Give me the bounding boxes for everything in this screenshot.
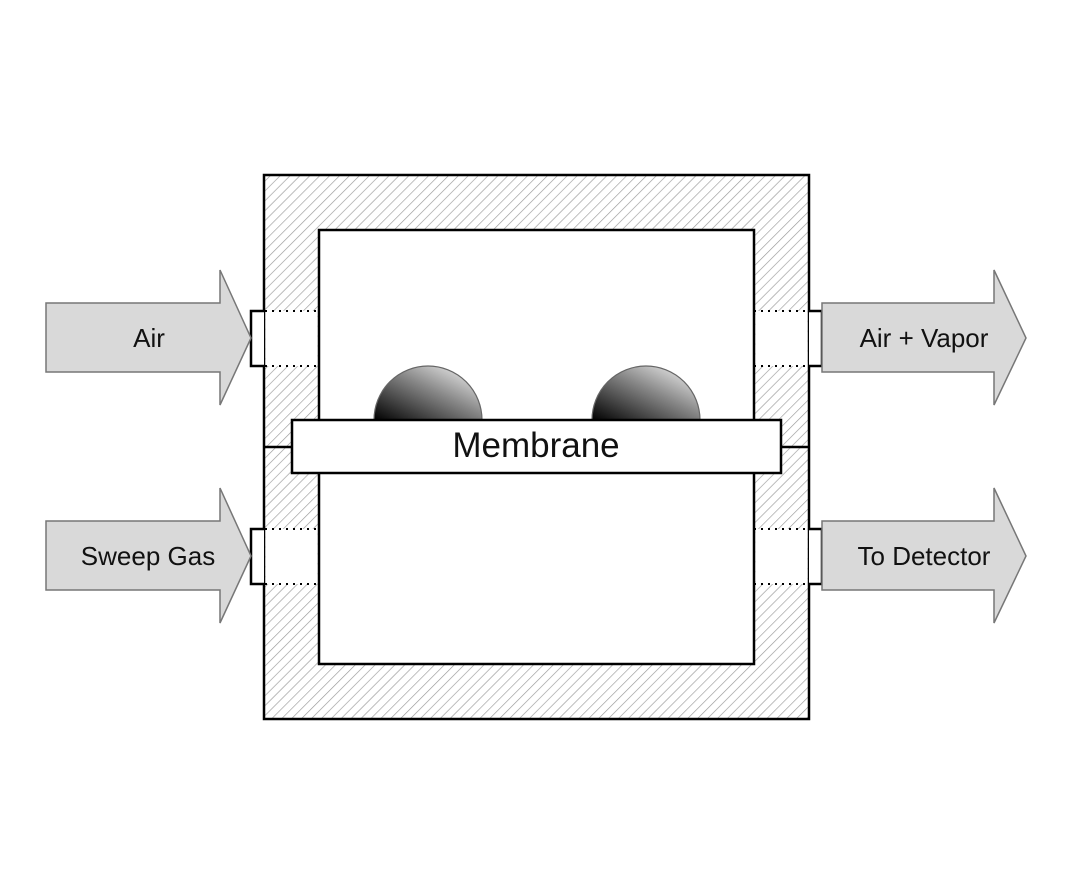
ports — [249, 309, 824, 586]
membrane-bar — [290, 418, 783, 475]
inlet-arrow-sweep-gas: Sweep Gas — [45, 487, 252, 624]
inlet-label: Sweep Gas — [81, 541, 215, 571]
outlet-port-air-vapor — [753, 309, 824, 368]
inlet-label: Air — [133, 323, 165, 353]
droplet-icon — [373, 365, 483, 421]
membrane: Membrane — [290, 418, 783, 475]
inlet-port-sweep-gas — [249, 527, 320, 586]
inlet-port-air — [249, 309, 320, 368]
outlet-label: To Detector — [858, 541, 991, 571]
inlet-arrow-air: Air — [45, 269, 252, 406]
outlet-label: Air + Vapor — [860, 323, 989, 353]
membrane-label: Membrane — [452, 426, 619, 465]
droplets — [373, 365, 701, 421]
outlet-arrow-to-detector: To Detector — [821, 487, 1027, 624]
right-arrow-icon — [45, 269, 252, 406]
right-arrow-icon — [821, 269, 1027, 406]
right-arrow-icon — [45, 487, 252, 624]
outlet-port-to-detector — [753, 527, 824, 586]
droplet-icon — [591, 365, 701, 421]
outlet-arrow-air-vapor: Air + Vapor — [821, 269, 1027, 406]
right-arrow-icon — [821, 487, 1027, 624]
